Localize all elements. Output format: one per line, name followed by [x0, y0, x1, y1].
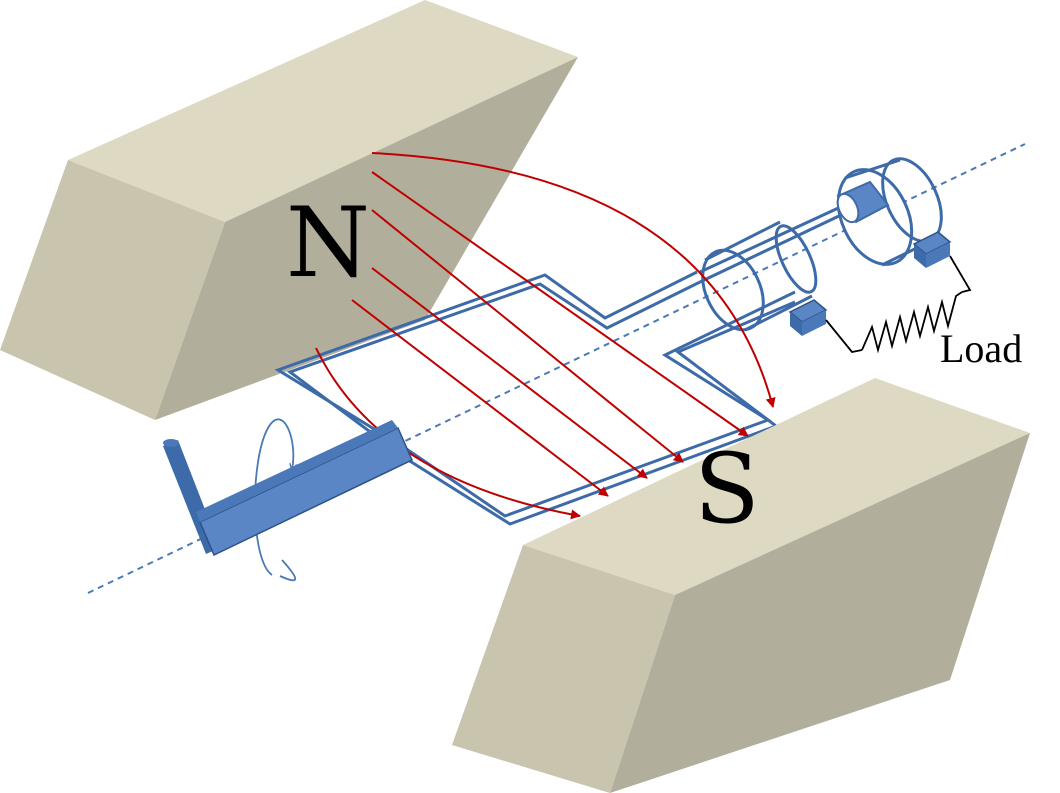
south-magnet [452, 378, 1030, 793]
brush-2 [912, 231, 952, 268]
north-magnet [0, 0, 578, 420]
slip-ring-1 [701, 220, 818, 332]
slip-rings [699, 157, 952, 336]
load-label: Load [940, 326, 1022, 371]
field-line-3 [371, 209, 684, 463]
field-line-6 [315, 347, 581, 520]
slip-ring-2 [836, 157, 943, 267]
load-wire-2 [949, 255, 972, 293]
load-circuit [825, 255, 972, 354]
field-line-1 [371, 152, 776, 408]
field-line-4 [371, 267, 648, 479]
crank-handle [163, 418, 413, 582]
coil-loop [274, 270, 796, 526]
rotation-arrow-icon [254, 418, 293, 576]
field-line-2 [371, 171, 749, 437]
rotation-axis [87, 143, 1026, 594]
magnetic-field-lines [315, 152, 776, 520]
north-pole-label: N [286, 187, 370, 299]
south-pole-label: S [694, 433, 760, 545]
load-wire-1 [825, 319, 863, 353]
resistor-icon [861, 291, 963, 354]
brush-1 [788, 299, 828, 336]
field-line-5 [351, 299, 609, 497]
